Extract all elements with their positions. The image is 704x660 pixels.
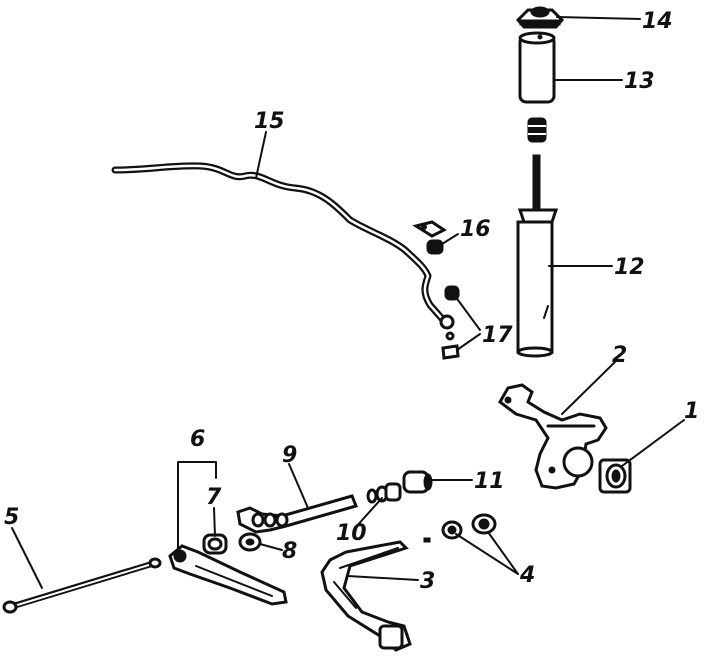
leader-16	[441, 233, 459, 245]
leader-lines	[11, 16, 685, 589]
callout-16: 16	[460, 217, 491, 242]
bushing-11-part	[402, 470, 433, 494]
stabilizer-bar-part	[111, 162, 455, 330]
bump-stop-part	[527, 117, 547, 143]
leader-17b	[456, 333, 481, 351]
control-arm-part	[320, 540, 412, 652]
callout-5: 5	[4, 505, 19, 530]
strut-part	[516, 154, 559, 358]
callout-1: 1	[684, 399, 699, 424]
callout-11: 11	[474, 469, 505, 494]
tie-rod-part	[2, 557, 162, 614]
radius-rod-part	[236, 494, 359, 534]
callout-8: 8	[282, 539, 297, 564]
callout-3: 3	[420, 569, 435, 594]
leader-6	[177, 461, 217, 549]
leader-15	[255, 131, 267, 179]
callout-2: 2	[612, 343, 627, 368]
leader-7	[213, 507, 216, 537]
bushing-7-part	[202, 533, 228, 555]
leader-17a	[454, 295, 481, 331]
strut-mount-part	[515, 6, 565, 29]
callout-9: 9	[282, 443, 297, 468]
callout-13: 13	[624, 69, 655, 94]
callout-17: 17	[482, 323, 513, 348]
dust-boot-part	[518, 31, 556, 104]
callout-14: 14	[642, 9, 673, 34]
leader-9	[288, 463, 309, 509]
bushing-10-part	[366, 482, 402, 504]
callout-10: 10	[336, 521, 367, 546]
callout-7: 7	[206, 485, 222, 510]
leader-3	[347, 575, 419, 581]
callout-4: 4	[519, 563, 535, 588]
hub-bearing-part	[598, 458, 632, 494]
leader-4a	[455, 533, 519, 575]
link-bushing-part	[441, 285, 460, 360]
callout-labels: 1 2 3 4 5 6 7 8 9 10 11 12 13 14 15 16 1…	[4, 9, 699, 594]
nut-washer-part	[423, 513, 497, 543]
leader-14	[556, 16, 641, 20]
leader-2	[561, 361, 616, 415]
leader-8	[259, 543, 283, 551]
washer-part	[238, 532, 262, 552]
callout-6: 6	[190, 427, 205, 452]
leader-1	[621, 419, 685, 467]
leader-5	[11, 527, 43, 589]
callout-15: 15	[254, 109, 285, 134]
steering-knuckle-part	[498, 383, 608, 490]
leader-10	[354, 497, 383, 529]
lower-arm-part	[168, 544, 288, 606]
leader-4b	[487, 531, 519, 575]
callout-12: 12	[614, 255, 645, 280]
stabilizer-bushing-part	[412, 220, 447, 255]
